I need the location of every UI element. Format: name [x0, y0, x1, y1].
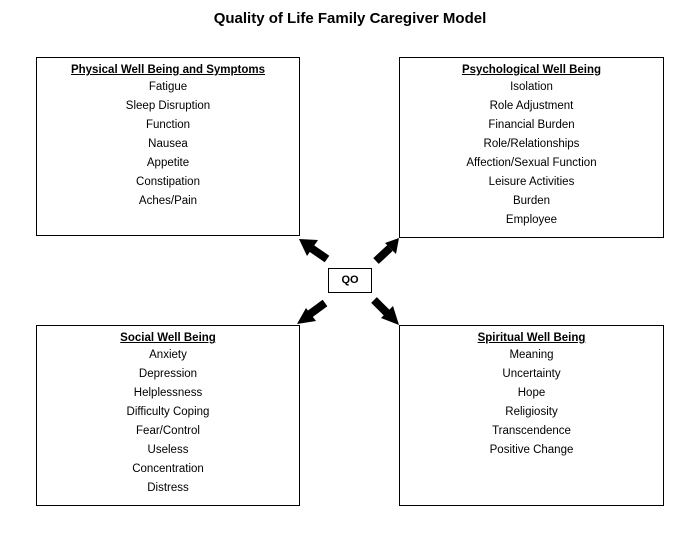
- list-item: Depression: [138, 368, 198, 380]
- list-item: Difficulty Coping: [126, 406, 210, 418]
- list-item: Distress: [147, 482, 189, 494]
- arrow-down-right-icon: [371, 297, 399, 325]
- list-item: Financial Burden: [488, 119, 575, 131]
- diagram-title: Quality of Life Family Caregiver Model: [213, 10, 487, 27]
- list-item: Positive Change: [489, 444, 574, 456]
- psychological-well-being-heading: Psychological Well Being: [461, 64, 602, 76]
- physical-well-being-heading: Physical Well Being and Symptoms: [70, 64, 266, 76]
- social-well-being-heading: Social Well Being: [120, 332, 216, 344]
- list-item: Helplessness: [133, 387, 203, 399]
- list-item: Leisure Activities: [488, 176, 575, 188]
- arrow-down-left-icon: [297, 299, 328, 324]
- arrow-up-left-icon: [299, 239, 330, 263]
- list-item: Function: [145, 119, 191, 131]
- list-item: Concentration: [132, 463, 204, 475]
- list-item: Uncertainty: [502, 368, 561, 380]
- list-item: Role Adjustment: [489, 100, 574, 112]
- list-item: Religiosity: [505, 406, 558, 418]
- list-item: Hope: [517, 387, 546, 399]
- list-item: Isolation: [510, 81, 553, 93]
- psychological-well-being-box: Psychological Well Being Isolation Role …: [399, 57, 664, 238]
- physical-well-being-box: Physical Well Being and Symptoms Fatigue…: [36, 57, 300, 236]
- list-item: Employee: [505, 214, 558, 226]
- list-item: Constipation: [136, 176, 200, 188]
- list-item: Burden: [512, 195, 551, 207]
- center-qo-box: QO: [328, 268, 372, 293]
- social-well-being-box: Social Well Being Anxiety Depression Hel…: [36, 325, 300, 506]
- arrow-up-right-icon: [373, 238, 399, 264]
- list-item: Affection/Sexual Function: [466, 157, 597, 169]
- physical-well-being-list: Fatigue Sleep Disruption Function Nausea…: [37, 78, 299, 211]
- list-item: Fatigue: [148, 81, 188, 93]
- psychological-well-being-list: Isolation Role Adjustment Financial Burd…: [400, 78, 663, 230]
- list-item: Transcendence: [492, 425, 571, 437]
- social-well-being-list: Anxiety Depression Helplessness Difficul…: [37, 346, 299, 498]
- list-item: Anxiety: [149, 349, 187, 361]
- list-item: Nausea: [148, 138, 188, 150]
- list-item: Aches/Pain: [138, 195, 198, 207]
- spiritual-well-being-box: Spiritual Well Being Meaning Uncertainty…: [399, 325, 664, 506]
- list-item: Appetite: [146, 157, 190, 169]
- spiritual-well-being-heading: Spiritual Well Being: [477, 332, 586, 344]
- list-item: Useless: [147, 444, 189, 456]
- list-item: Fear/Control: [136, 425, 200, 437]
- list-item: Sleep Disruption: [125, 100, 211, 112]
- list-item: Meaning: [509, 349, 554, 361]
- spiritual-well-being-list: Meaning Uncertainty Hope Religiosity Tra…: [400, 346, 663, 460]
- list-item: Role/Relationships: [483, 138, 580, 150]
